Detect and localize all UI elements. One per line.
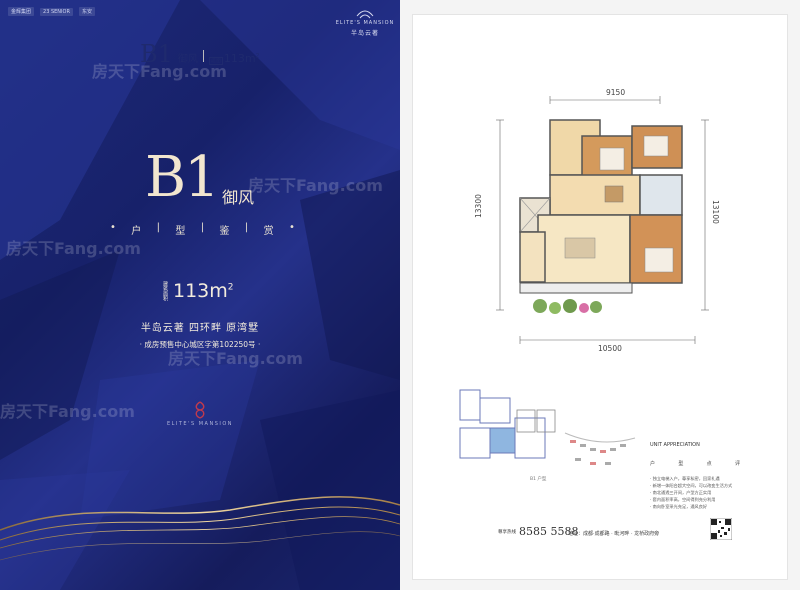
top-sponsor-logos: 金辉集团 23 SENIOR 东安 [8,7,95,16]
area-label: 建筑面积 [162,281,168,301]
unit-word-char: 评 [734,461,740,467]
crown-icon [356,10,374,19]
emblem-text: ELITE'S MANSION [166,421,234,427]
brand-name-cn: 半岛云著 [350,30,379,37]
garden-plant [533,299,547,313]
unit-features-list: · 独立电梯入户，尊享私密，回家礼遇 · 新增一体阳台超大空间，可以改变生活方式… [650,475,732,510]
unit-mini-plan [516,409,556,433]
sponsor-logo-2: 23 SENIOR [40,7,73,16]
tagline-dot: • [110,222,116,233]
tagline: • 户 | 型 | 鉴 | 赏 • [110,222,295,237]
floorplan-model-subtitle: 御风 [177,54,198,65]
area-value: 113m2 [173,280,234,302]
tagline-char: 赏 [263,226,274,237]
dimension-left: 13300 [474,194,483,218]
sponsor-logo-1: 金辉集团 [8,7,35,16]
floorplan-card [412,14,788,580]
balcony [519,282,633,294]
floorplan-model-name: B1 [140,40,173,68]
model-name: B1 [145,145,220,210]
legend-label: B1 户型 [530,477,547,482]
tagline-char: 鉴 [219,226,230,237]
watermark: 房天下Fang.com [0,402,135,421]
address: 地址：成都·成都路 · 毗河畔 · 龙桥政府旁 [568,531,660,537]
tagline-divider: | [200,222,205,233]
hotline-number: 8585 5588 [519,525,579,538]
brand-logo-top: ELITE'S MANSION 半岛云著 [330,6,400,37]
watermark: 房天下Fang.com [248,176,383,195]
presale-permit: · 成房预售中心城区字第102250号 · [139,340,261,349]
model-subtitle: 御风 [222,188,255,207]
tagline-divider: | [244,222,249,233]
watermark: 房天下Fang.com [92,62,227,81]
unit-word-char: 型 [678,461,684,467]
tagline-divider: | [156,222,161,233]
unit-feature: · 南北通透三开间，户型方正实用 [650,490,712,495]
left-poster-panel: 金辉集团 23 SENIOR 东安 ELITE'S MANSION 半岛云著 B… [0,0,400,590]
unit-word-char: 点 [706,461,712,467]
hotline: 尊享热线 8585 5588 [498,525,579,538]
dimension-bottom: 10500 [598,344,622,353]
slogan: 半岛云著 四环畔 原湾墅 [140,323,260,334]
unit-appreciation-title: UNIT APPRECIATION [650,442,700,448]
watermark: 房天下Fang.com [168,349,303,368]
dimension-top: 9150 [606,88,626,97]
unit-feature: · 新增一体阳台超大空间，可以改变生活方式 [650,483,733,488]
study-room [519,231,546,283]
tagline-char: 型 [175,226,186,237]
dining-area [549,174,641,216]
unit-feature: · 南向卧室采光充足，通风良好 [650,504,708,509]
watermark: 房天下Fang.com [6,239,141,258]
gold-wave-ribbons [0,496,400,561]
tagline-char: 户 [131,226,142,237]
dimension-right: 13100 [711,200,720,224]
tagline-dot: • [289,222,295,233]
area-display: 建筑面积 113m2 [162,280,234,302]
title-divider [202,50,204,62]
right-floorplan-panel [400,0,800,590]
emblem-icon [195,401,205,419]
sponsor-logo-3: 东安 [78,7,95,16]
unit-feature: · 独立电梯入户，尊享私密，回家礼遇 [650,476,720,481]
qr-code-icon [710,518,732,540]
unit-feature: · 套内面积率高，空间得到充分利用 [650,497,716,502]
unit-word-row: 户 型 点 评 [650,460,740,467]
unit-location-keyplan [459,389,546,459]
floor-plan-drawing [519,119,683,314]
bathroom [639,174,683,216]
brand-name-en: ELITE'S MANSION [335,20,395,26]
hotline-label: 尊享热线 [498,529,516,535]
site-master-plan [564,432,636,465]
decorative-background-facets [0,0,400,590]
unit-word-char: 户 [650,461,656,467]
dimension-lines [496,96,709,344]
